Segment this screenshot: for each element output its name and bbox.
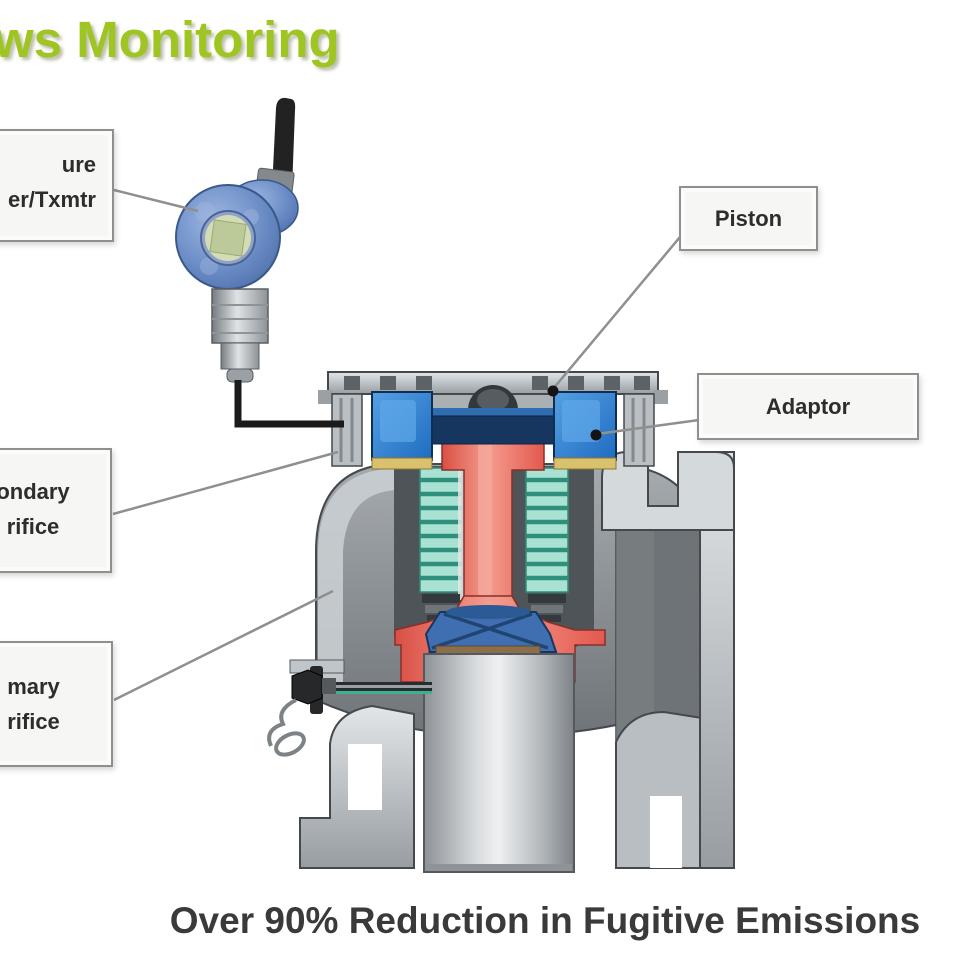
adaptor-pointer-dot [590,429,602,441]
bellows [419,467,569,622]
leader-secondary-orifice [112,450,339,516]
chain [267,698,297,747]
impulse-cable [234,380,344,428]
outlet-cylinder [423,645,575,873]
callout-adaptor-label: Adaptor [765,393,851,419]
leader-transmitter [113,188,199,213]
navy-band [427,415,561,445]
flange-bottom-slot [650,796,682,868]
bonnet-bolts-left [331,393,363,467]
outlet-flange [601,451,735,869]
caption: Over 90% Reduction in Fugitive Emissions [169,900,921,941]
leader-primary-orifice [113,589,334,702]
drain-fitting [267,659,432,757]
callout-piston: Piston [679,186,818,251]
callout-piston-label: Piston [714,205,783,231]
page-title: ws Monitoring [0,11,340,68]
plug [424,611,558,653]
drain-line-teal [336,691,432,694]
callout-secondary-orifice: ondary rifice [0,448,112,573]
gasket-left [371,457,433,470]
callout-primary-line1: mary [7,674,60,699]
callout-primary-line2: rifice [7,709,60,734]
process-connection [211,288,269,344]
left-foot [299,704,415,869]
leader-lines [112,188,700,702]
leader-piston [552,236,681,390]
callout-secondary-line2: rifice [6,514,60,539]
callout-transmitter-line2: er/Txmtr [7,187,96,212]
callout-adaptor: Adaptor [697,373,919,440]
callout-transmitter-line1: ure [61,152,96,177]
callout-primary-orifice: mary rifice [0,641,113,767]
gasket-right [553,457,617,470]
pressure-transmitter [175,97,299,383]
antenna [272,97,296,190]
piston-pointer-dot [547,385,559,397]
callout-pressure-transmitter: ure er/Txmtr [0,129,114,242]
callout-secondary-line1: ondary [0,479,70,504]
body-left-rim [318,468,398,688]
flange-bolts [344,376,650,390]
leader-adaptor [596,418,700,436]
